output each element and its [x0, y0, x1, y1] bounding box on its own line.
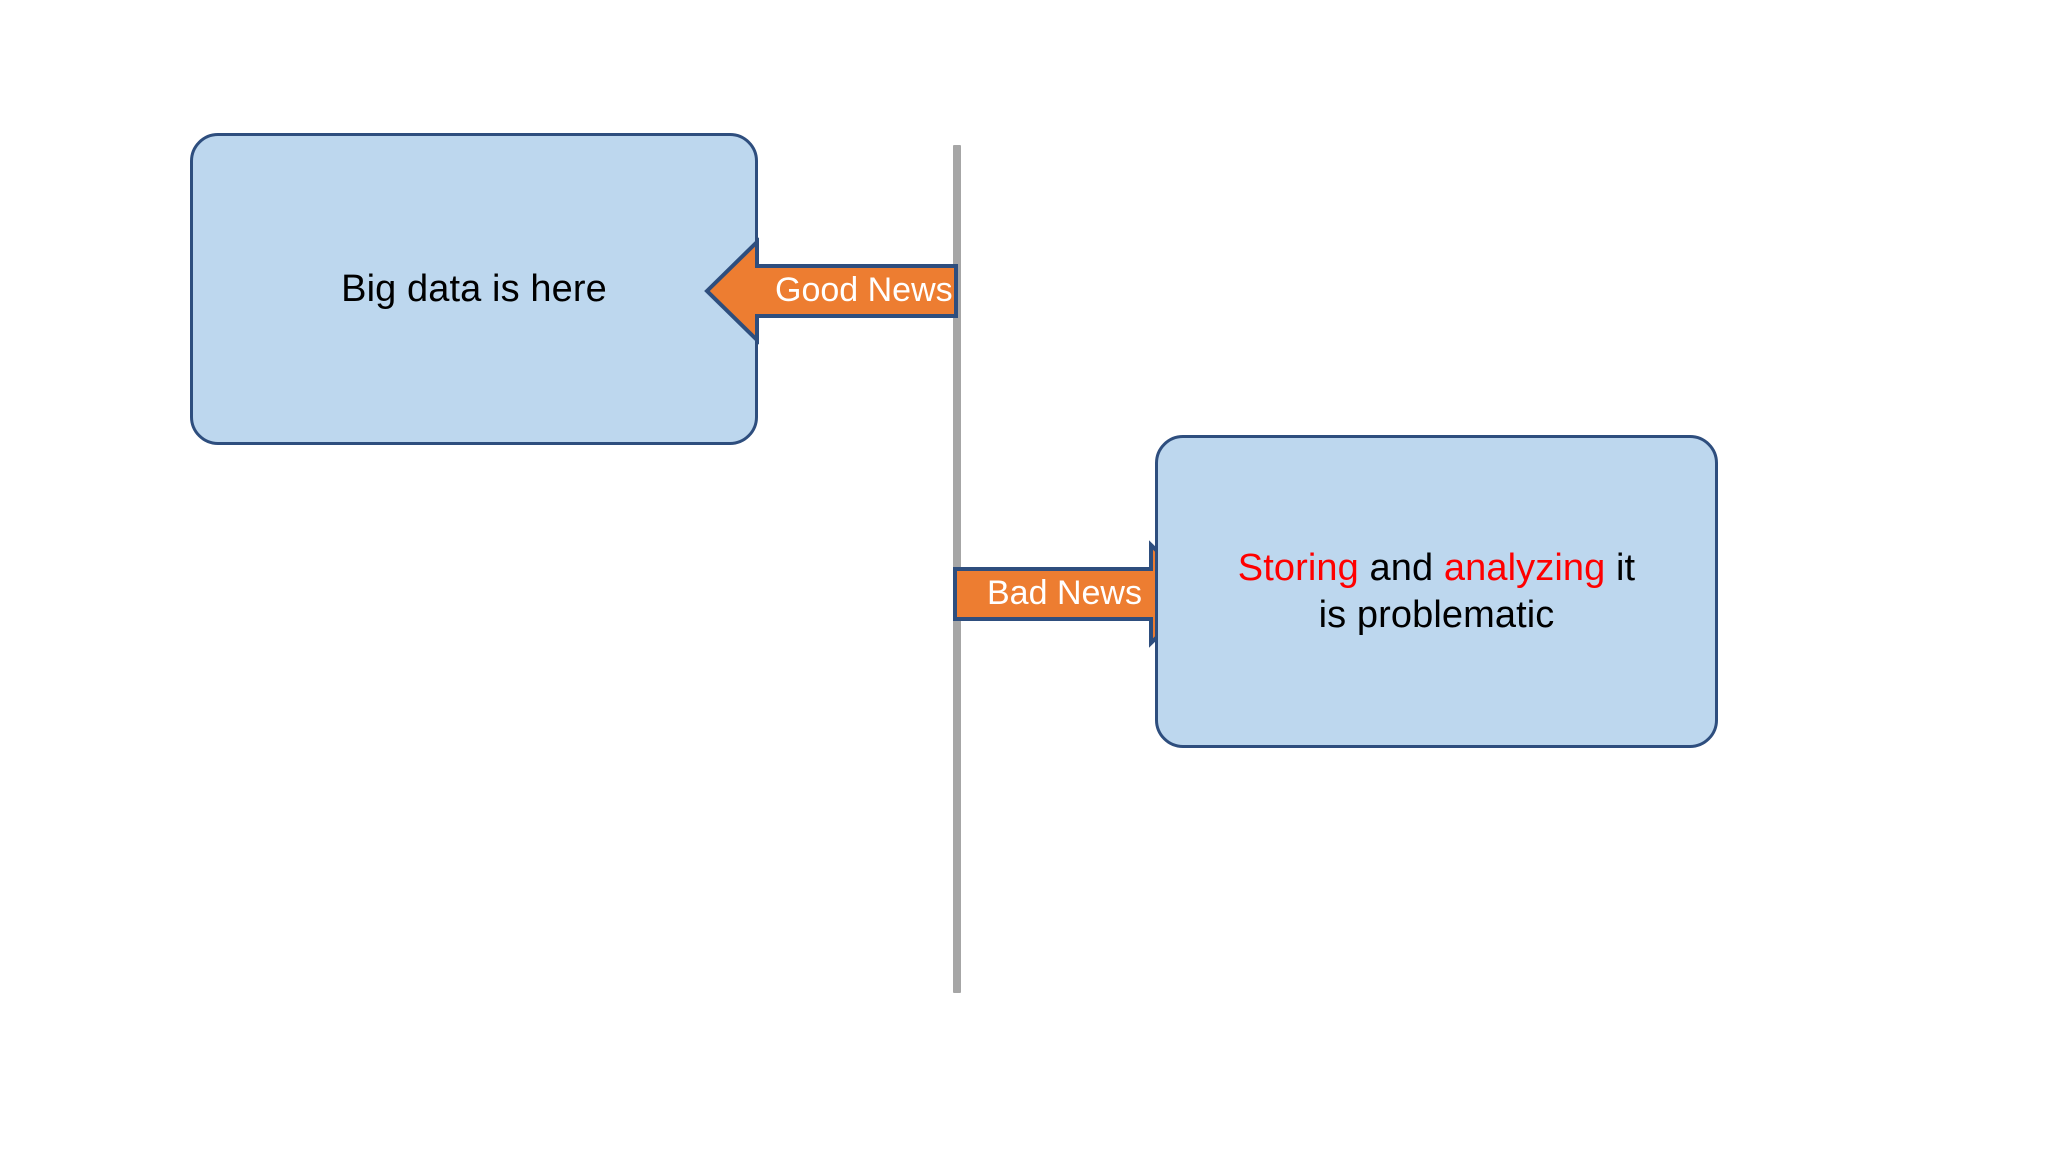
arrow-good-news-label: Good News	[775, 271, 953, 309]
shape-problematic-box[interactable]: Storing and analyzing it is problematic	[1155, 435, 1718, 748]
arrow-bad-news-label: Bad News	[987, 574, 1142, 612]
problematic-box-label: Storing and analyzing it is problematic	[1219, 545, 1653, 638]
text-run: analyzing	[1443, 547, 1606, 590]
shape-big-data-box[interactable]: Big data is here	[190, 133, 758, 445]
text-run: Storing	[1237, 547, 1359, 590]
arrow-good-news[interactable]: Good News	[703, 237, 959, 345]
big-data-box-label: Big data is here	[341, 267, 607, 310]
text-run: it is problematic	[1318, 547, 1636, 636]
text-run: and	[1358, 547, 1444, 590]
arrow-left-icon	[704, 237, 958, 345]
